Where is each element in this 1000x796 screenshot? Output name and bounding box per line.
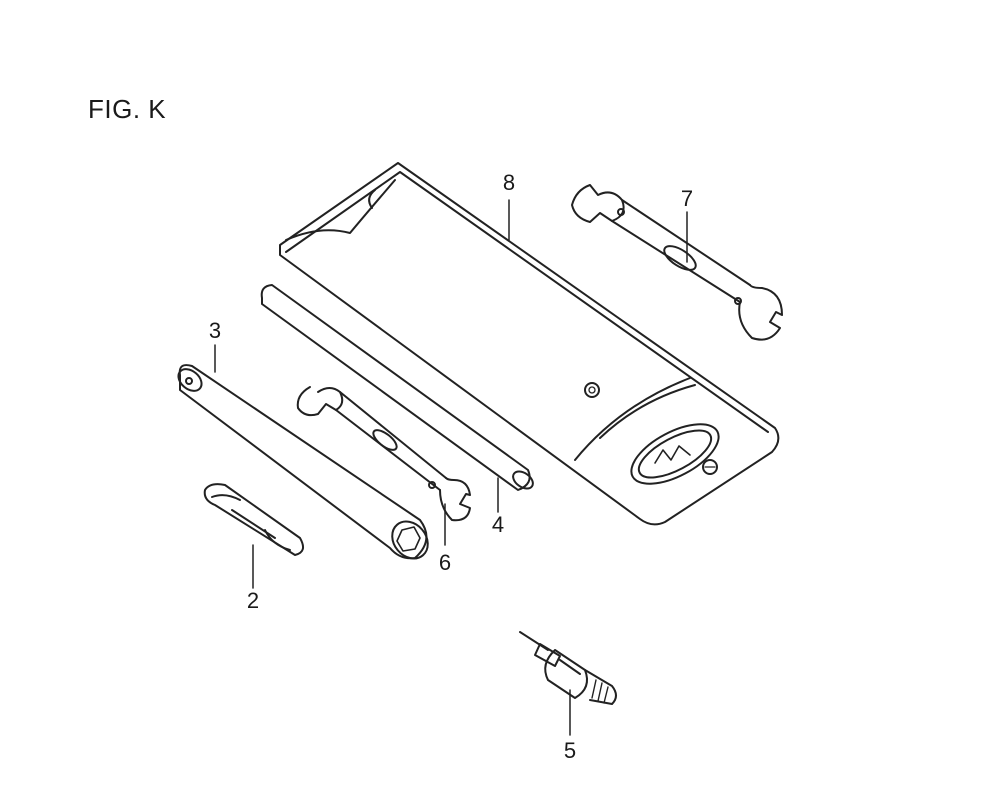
wrench-6: [298, 387, 470, 520]
callout-8: 8: [502, 170, 516, 195]
callout-2: 2: [246, 588, 260, 613]
callout-6: 6: [438, 550, 452, 575]
spark-plug-5: [520, 632, 616, 704]
callout-3: 3: [208, 318, 222, 343]
rod-4: [262, 285, 536, 492]
wrench-7: [572, 185, 782, 340]
callout-5: 5: [563, 738, 577, 763]
figure-title: FIG. K: [88, 94, 167, 124]
tool-bag: [280, 163, 778, 524]
callout-4: 4: [491, 512, 505, 537]
callout-7: 7: [680, 186, 694, 211]
screwdriver-2: [205, 484, 303, 555]
socket-wrench-3: [174, 365, 435, 566]
